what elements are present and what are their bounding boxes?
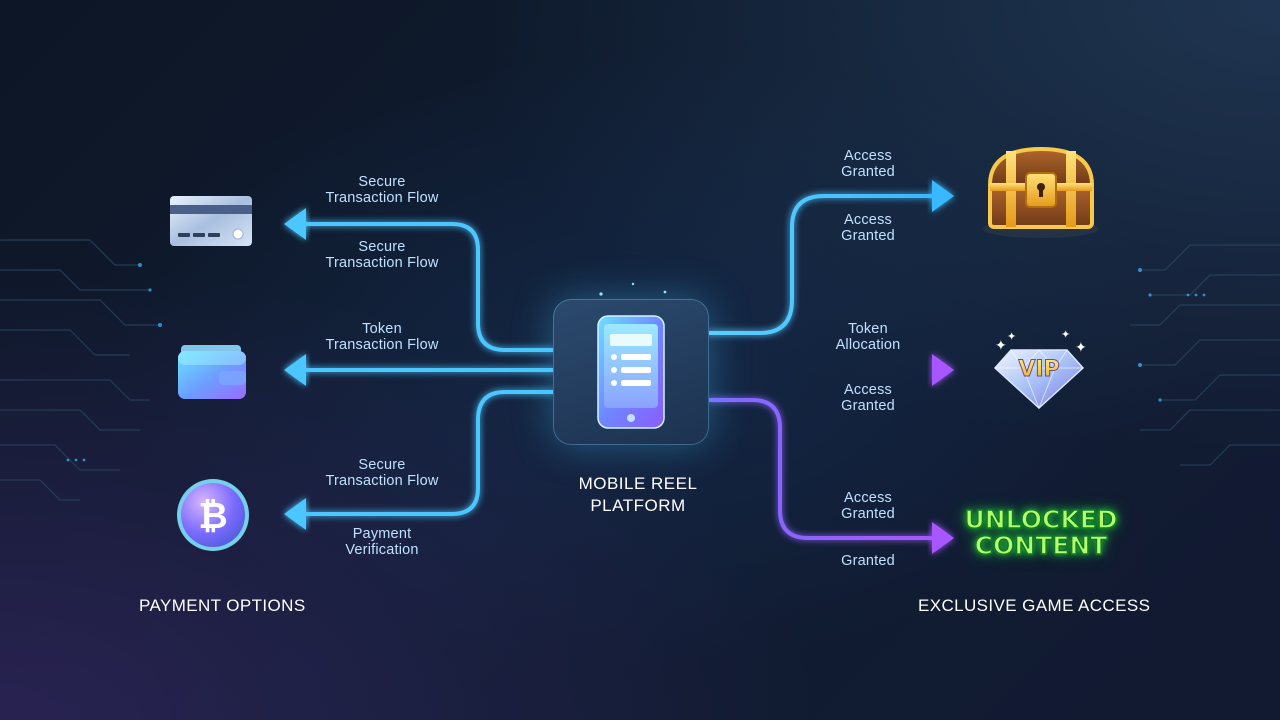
arrowhead-treasure	[932, 180, 954, 212]
label-left-5: Payment Verification	[345, 526, 419, 558]
svg-text:₿: ₿	[198, 496, 227, 537]
label-right-3: Token Allocation	[835, 321, 901, 353]
arrowhead-wallet	[284, 354, 306, 386]
payment-options-title: PAYMENT OPTIONS	[139, 596, 306, 615]
wallet-icon[interactable]	[175, 343, 249, 401]
right-arrowheads	[932, 180, 954, 554]
label-left-3: Token Transaction Flow	[325, 321, 439, 353]
arrowhead-card	[284, 208, 306, 240]
label-left-4: Secure Transaction Flow	[325, 457, 439, 489]
unlocked-line1: UNLOCKED	[964, 505, 1119, 534]
smartphone-icon	[597, 315, 665, 429]
label-right-1: Access Granted	[841, 148, 895, 180]
arrowhead-bitcoin	[284, 498, 306, 530]
svg-text:✦: ✦	[1007, 330, 1016, 343]
unlocked-content-badge[interactable]: UNLOCKED CONTENT	[948, 505, 1134, 560]
circuit-dots	[66, 263, 1206, 462]
credit-card-icon[interactable]	[168, 194, 254, 248]
bitcoin-icon[interactable]: ₿	[175, 477, 251, 553]
vip-diamond-icon[interactable]: ✦ ✦ ✦ ✦ VIP	[987, 326, 1091, 410]
vip-text: VIP	[1018, 357, 1059, 382]
arrowhead-vip	[932, 354, 954, 386]
circuit-traces	[0, 239, 1280, 501]
svg-text:✦: ✦	[1075, 340, 1087, 356]
label-left-2: Secure Transaction Flow	[325, 239, 439, 271]
label-left-1: Secure Transaction Flow	[325, 174, 439, 206]
label-right-6: Granted	[841, 553, 895, 569]
label-right-2: Access Granted	[841, 212, 895, 244]
label-right-4: Access Granted	[841, 382, 895, 414]
flow-line-unlocked	[707, 398, 937, 540]
flow-line-card	[296, 222, 555, 352]
svg-text:✦: ✦	[1061, 328, 1070, 341]
label-right-5: Access Granted	[841, 490, 895, 522]
platform-title-line2: PLATFORM	[590, 496, 686, 515]
treasure-chest-icon[interactable]	[978, 143, 1104, 241]
platform-title-line1: MOBILE REEL	[578, 474, 698, 493]
exclusive-game-access-title: EXCLUSIVE GAME ACCESS	[918, 596, 1151, 615]
platform-title: MOBILE REEL PLATFORM	[548, 473, 728, 517]
unlocked-line2: CONTENT	[974, 531, 1108, 560]
flow-line-bitcoin	[296, 390, 555, 516]
arrowhead-unlocked	[932, 522, 954, 554]
flow-line-treasure	[707, 194, 937, 335]
svg-text:✦: ✦	[995, 338, 1007, 354]
left-arrowheads	[284, 208, 306, 530]
